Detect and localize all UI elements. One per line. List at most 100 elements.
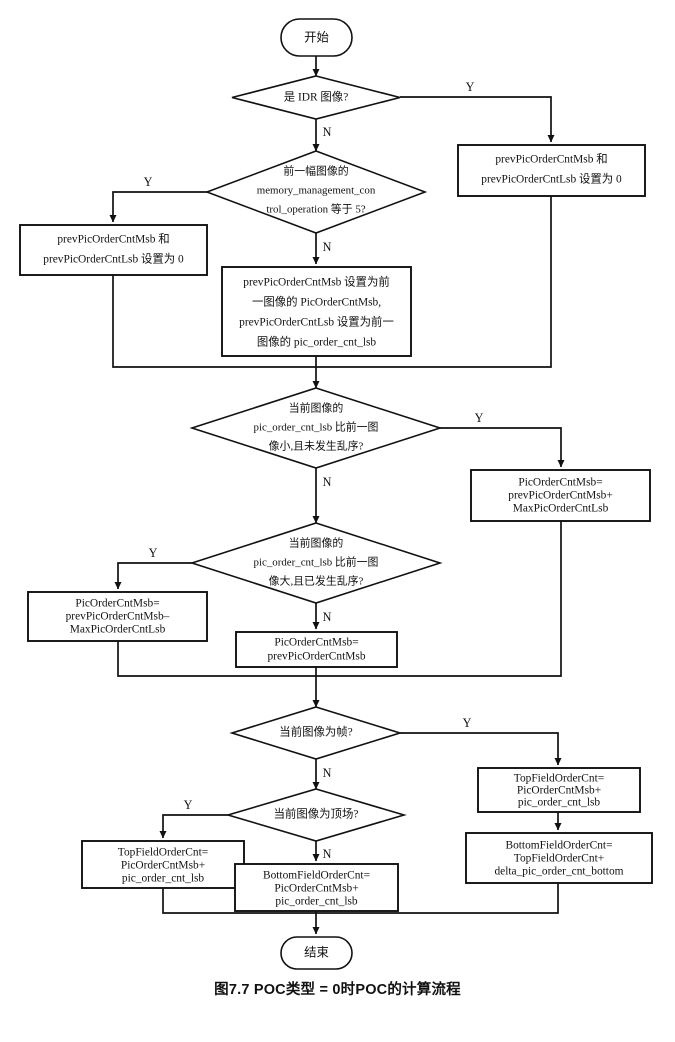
msb-plus-line-2: prevPicOrderCntMsb+ xyxy=(508,490,613,502)
branch-label-idr-no: N xyxy=(323,125,332,139)
msb-minus-line-3: MaxPicOrderCntLsb xyxy=(70,624,166,636)
node-process-top-field-left[interactable]: TopFieldOrderCnt= PicOrderCntMsb+ pic_or… xyxy=(81,840,245,889)
start-terminal-shape xyxy=(280,18,353,57)
reset-right-box-shape xyxy=(457,144,646,197)
edge-reset-left-to-merge xyxy=(112,275,316,368)
bottom-field-right-line-1: BottomFieldOrderCnt= xyxy=(505,840,612,852)
node-process-msb-minus[interactable]: PicOrderCntMsb= prevPicOrderCntMsb– MaxP… xyxy=(27,591,208,642)
node-decision-lsb-larger[interactable]: 当前图像的 pic_order_cnt_lsb 比前一图 像大,且已发生乱序? xyxy=(189,522,443,604)
msb-equal-line-2: prevPicOrderCntMsb xyxy=(267,651,365,663)
msb-plus-line-1: PicOrderCntMsb= xyxy=(518,477,602,489)
lsb-smaller-line-3: 像小,且未发生乱序? xyxy=(269,439,364,453)
reset-right-line-2: prevPicOrderCntLsb 设置为 0 xyxy=(481,173,622,186)
is-top-field-diamond-shape xyxy=(225,788,407,842)
lsb-smaller-diamond-shape xyxy=(189,387,443,469)
reset-left-box-shape xyxy=(19,224,208,276)
top-field-left-line-2: PicOrderCntMsb+ xyxy=(121,860,205,872)
node-process-reset-right[interactable]: prevPicOrderCntMsb 和 prevPicOrderCntLsb … xyxy=(457,144,646,197)
node-decision-mmco5[interactable]: 前一幅图像的 memory_management_con trol_operat… xyxy=(204,150,428,234)
msb-equal-line-1: PicOrderCntMsb= xyxy=(274,637,358,649)
branch-label-is-frame-yes: Y xyxy=(463,716,472,730)
bottom-field-right-box-shape xyxy=(465,832,653,884)
lsb-smaller-line-2: pic_order_cnt_lsb 比前一图 xyxy=(254,420,379,434)
mmco5-line-2: memory_management_con xyxy=(257,185,376,197)
edge-lsb-small-yes-to-msb-plus xyxy=(440,427,565,468)
branch-label-lsb-small-no: N xyxy=(323,475,332,489)
node-process-bottom-field-right[interactable]: BottomFieldOrderCnt= TopFieldOrderCnt+ d… xyxy=(465,832,653,884)
lsb-smaller-line-1: 当前图像的 xyxy=(289,401,344,415)
lsb-larger-line-1: 当前图像的 xyxy=(289,536,344,550)
node-decision-lsb-smaller[interactable]: 当前图像的 pic_order_cnt_lsb 比前一图 像小,且未发生乱序? xyxy=(189,387,443,469)
is-idr-diamond-shape xyxy=(231,75,401,120)
figure-caption: 图7.7 POC类型 = 0时POC的计算流程 xyxy=(214,982,461,998)
node-process-top-field-right[interactable]: TopFieldOrderCnt= PicOrderCntMsb+ pic_or… xyxy=(477,767,641,813)
node-decision-is-idr[interactable]: 是 IDR 图像? xyxy=(231,75,401,120)
is-frame-label: 当前图像为帧? xyxy=(279,725,352,739)
is-idr-label: 是 IDR 图像? xyxy=(284,91,349,104)
node-end[interactable]: 结束 xyxy=(280,936,353,970)
bottom-field-mid-line-1: BottomFieldOrderCnt= xyxy=(263,870,370,882)
branch-label-idr-yes: Y xyxy=(466,80,475,94)
mmco5-line-3: trol_operation 等于 5? xyxy=(266,202,365,216)
node-process-bottom-field-mid[interactable]: BottomFieldOrderCnt= PicOrderCntMsb+ pic… xyxy=(234,863,399,912)
edge-msb-minus-to-merge2 xyxy=(117,641,316,677)
node-process-msb-equal[interactable]: PicOrderCntMsb= prevPicOrderCntMsb xyxy=(235,631,398,668)
bottom-field-mid-line-2: PicOrderCntMsb+ xyxy=(274,883,358,895)
bottom-field-mid-box-shape xyxy=(234,863,399,912)
top-field-left-box-shape xyxy=(81,840,245,889)
edge-mmco5-yes-to-reset-left xyxy=(109,191,232,223)
msb-plus-box-shape xyxy=(470,469,651,522)
branch-label-is-top-field-no: N xyxy=(323,847,332,861)
edge-is-top-field-yes-to-top-left xyxy=(159,814,228,839)
branch-label-mmco5-yes: Y xyxy=(144,175,153,189)
bottom-field-right-line-3: delta_pic_order_cnt_bottom xyxy=(494,866,623,878)
top-field-right-line-3: pic_order_cnt_lsb xyxy=(518,797,601,809)
bottom-field-mid-line-3: pic_order_cnt_lsb xyxy=(275,896,358,908)
reset-left-line-1: prevPicOrderCntMsb 和 xyxy=(57,233,169,246)
node-decision-is-top-field[interactable]: 当前图像为顶场? xyxy=(225,788,407,842)
copy-prev-line-3: prevPicOrderCntLsb 设置为前一 xyxy=(239,315,394,329)
edge-top-left-to-merge3 xyxy=(162,888,316,914)
lsb-larger-line-3: 像大,且已发生乱序? xyxy=(269,574,364,588)
branch-labels: Y N Y N Y N Y N Y N Y N xyxy=(144,80,484,861)
top-field-left-line-1: TopFieldOrderCnt= xyxy=(118,847,208,859)
edge-is-frame-yes-to-top-right xyxy=(400,732,562,766)
bottom-field-right-line-2: TopFieldOrderCnt+ xyxy=(514,853,604,865)
branch-label-mmco5-no: N xyxy=(323,240,332,254)
mmco5-line-1: 前一幅图像的 xyxy=(283,164,348,178)
is-top-field-label: 当前图像为顶场? xyxy=(274,807,359,821)
branch-label-lsb-small-yes: Y xyxy=(475,411,484,425)
mmco5-diamond-shape xyxy=(204,150,428,234)
msb-minus-box-shape xyxy=(27,591,208,642)
start-label: 开始 xyxy=(304,30,329,44)
node-start[interactable]: 开始 xyxy=(280,18,353,57)
is-frame-diamond-shape xyxy=(229,706,403,760)
edge-msb-plus-to-merge2 xyxy=(316,521,562,677)
edge-lsb-large-yes-to-msb-minus xyxy=(114,562,192,590)
node-decision-is-frame[interactable]: 当前图像为帧? xyxy=(229,706,403,760)
copy-prev-line-4: 图像的 pic_order_cnt_lsb xyxy=(257,335,377,349)
edge-bottom-right-to-merge3 xyxy=(316,883,559,914)
edge-reset-right-to-merge xyxy=(316,196,552,368)
node-process-reset-left[interactable]: prevPicOrderCntMsb 和 prevPicOrderCntLsb … xyxy=(19,224,208,276)
node-process-copy-prev[interactable]: prevPicOrderCntMsb 设置为前 一图像的 PicOrderCnt… xyxy=(221,266,412,357)
top-field-right-box-shape xyxy=(477,767,641,813)
end-terminal-shape xyxy=(280,936,353,970)
copy-prev-box-shape xyxy=(221,266,412,357)
reset-left-line-2: prevPicOrderCntLsb 设置为 0 xyxy=(43,253,184,266)
connectors xyxy=(109,56,565,935)
copy-prev-line-2: 一图像的 PicOrderCntMsb, xyxy=(252,295,381,309)
branch-label-is-top-field-yes: Y xyxy=(184,798,193,812)
edge-idr-yes-to-reset-right xyxy=(400,96,555,143)
lsb-larger-line-2: pic_order_cnt_lsb 比前一图 xyxy=(254,555,379,569)
msb-equal-box-shape xyxy=(235,631,398,668)
node-process-msb-plus[interactable]: PicOrderCntMsb= prevPicOrderCntMsb+ MaxP… xyxy=(470,469,651,522)
msb-minus-line-2: prevPicOrderCntMsb– xyxy=(66,611,170,623)
top-field-right-line-1: TopFieldOrderCnt= xyxy=(514,773,604,785)
end-label: 结束 xyxy=(304,945,329,959)
top-field-left-line-3: pic_order_cnt_lsb xyxy=(122,873,205,885)
lsb-larger-diamond-shape xyxy=(189,522,443,604)
msb-minus-line-1: PicOrderCntMsb= xyxy=(75,598,159,610)
